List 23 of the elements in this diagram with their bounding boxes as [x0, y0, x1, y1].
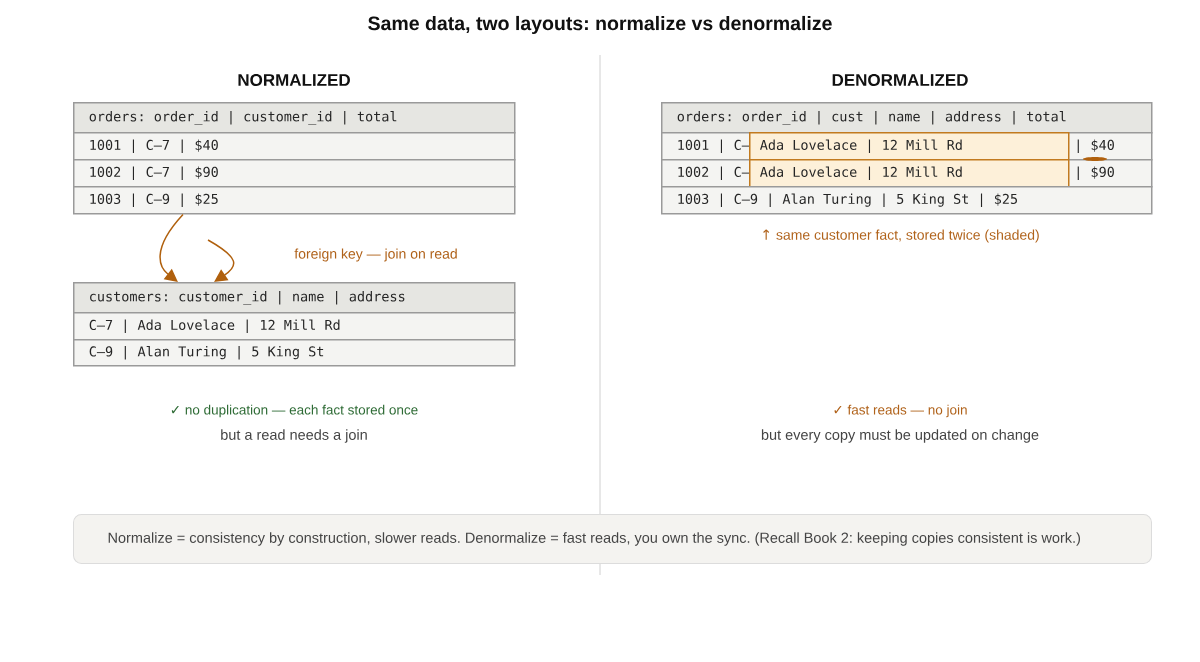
title: Same data, two layouts: normalize vs denormalize [368, 15, 832, 35]
table-row: C–7 | Ada Lovelace | 12 Mill Rd [73, 312, 516, 341]
note-box: Normalize = consistency by construction, slower reads. Denormalize = fast reads, you own the sync. (Recall Book 2: keeping copies consistent is work.) [73, 514, 1152, 564]
table-row: 1003 | C–9 | Alan Turing | 5 King St | $25 [661, 186, 1153, 215]
table-header-row: orders: order_id | customer_id | total [73, 102, 516, 134]
annotation: foreign key — join on read [294, 248, 457, 262]
note-text: but a read needs a join [221, 429, 367, 443]
section-heading: DENORMALIZED [832, 74, 968, 87]
highlighted-cell: Ada Lovelace | 12 Mill Rd [749, 159, 1070, 188]
table-row: 1003 | C–9 | $25 [73, 186, 516, 215]
table-row: 1002 | C–7 | $90 [73, 159, 516, 188]
check-note: ✓ no duplication — each fact stored once [171, 404, 418, 418]
section-heading: NORMALIZED [238, 74, 350, 87]
curved-arrow [207, 239, 235, 282]
table-header-row: customers: customer_id | name | address [73, 282, 516, 314]
table-row: 1001 | C–7 | $40 [73, 132, 516, 161]
table-row: C–9 | Alan Turing | 5 King St [73, 339, 516, 367]
note-text: but every copy must be updated on change [761, 429, 1039, 443]
table-header-row: orders: order_id | cust | name | address | total [661, 102, 1153, 134]
curved-arrow [159, 213, 184, 282]
annotation: ↑ same customer fact, stored twice (shaded) [763, 229, 1039, 243]
highlighted-cell: Ada Lovelace | 12 Mill Rd [749, 132, 1070, 161]
check-note: ✓ fast reads — no join [834, 404, 967, 418]
